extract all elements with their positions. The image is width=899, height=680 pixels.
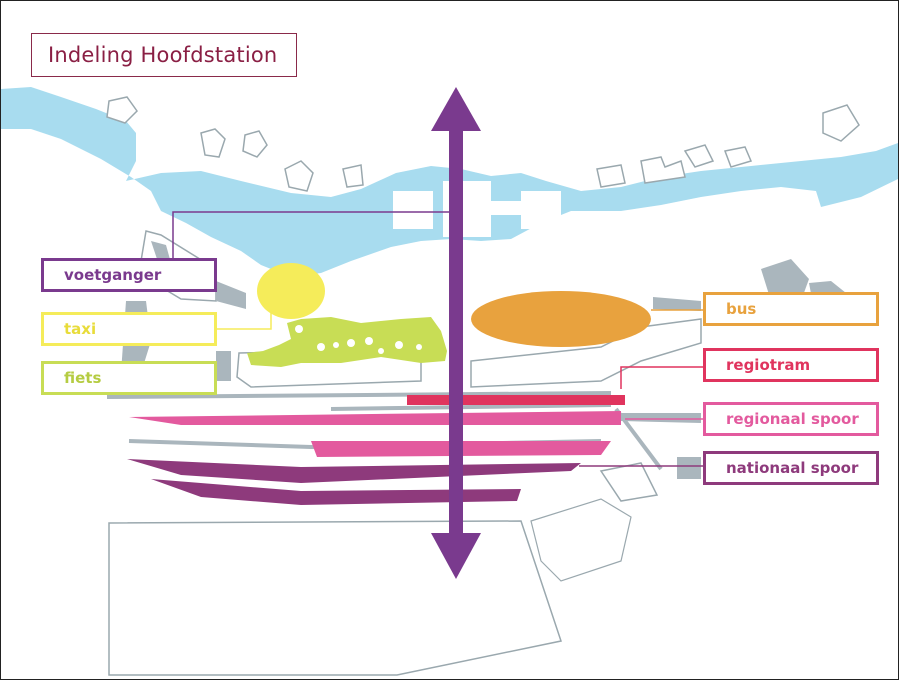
legend-nationaal-spoor: nationaal spoor	[703, 451, 879, 485]
legend-taxi: taxi	[41, 312, 217, 346]
legend-regionaal-spoor: regionaal spoor	[703, 402, 879, 436]
regionaal-spoor-track-1	[129, 411, 621, 425]
nationaal-spoor-track-2	[151, 479, 521, 505]
bike-area-dots	[295, 325, 422, 354]
title-box: Indeling Hoofdstation	[31, 33, 297, 77]
pedestrian-arrow	[431, 87, 481, 579]
legend-connectors	[172, 211, 703, 467]
taxi-area	[257, 263, 325, 319]
legend-regiotram: regiotram	[703, 348, 879, 382]
legend-voetganger: voetganger	[41, 258, 217, 292]
bike-area	[247, 317, 447, 367]
legend-bus-label: bus	[726, 300, 757, 318]
legend-regiotram-label: regiotram	[726, 356, 811, 374]
page-title: Indeling Hoofdstation	[48, 43, 278, 67]
legend-nationaal-spoor-label: nationaal spoor	[726, 459, 859, 477]
legend-taxi-label: taxi	[64, 320, 97, 338]
nationaal-spoor-track-1	[127, 459, 581, 483]
buildings-east	[470, 259, 851, 582]
legend-fiets-label: fiets	[64, 369, 102, 387]
site-outline	[108, 520, 562, 676]
legend-regionaal-spoor-label: regionaal spoor	[726, 410, 859, 428]
buildings-north	[106, 96, 860, 192]
legend-voetganger-label: voetganger	[64, 266, 162, 284]
legend-bus: bus	[703, 292, 879, 326]
bus-area	[471, 291, 651, 347]
legend-fiets: fiets	[41, 361, 217, 395]
regiotram-track	[407, 395, 625, 405]
